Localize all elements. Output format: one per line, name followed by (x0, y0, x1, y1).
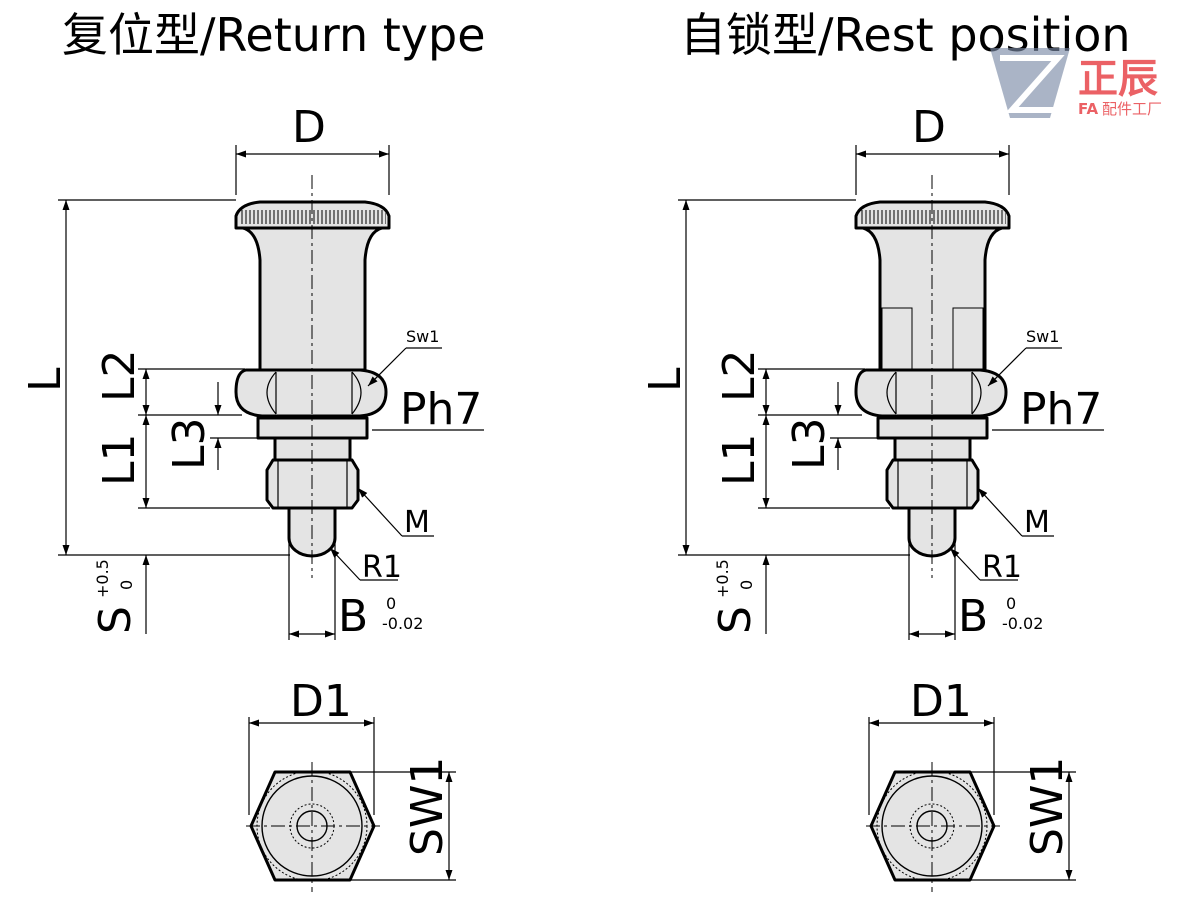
label-D1: D1 (290, 676, 352, 727)
label-B: B (338, 591, 368, 642)
logo-brand-cn: 正辰 (1078, 56, 1158, 102)
label-D: D (292, 102, 326, 153)
label-Ph7: Ph7 (1020, 384, 1102, 435)
label-B: B (958, 591, 988, 642)
label-L1: L1 (714, 433, 765, 486)
logo-tagline: 配件工厂 (1102, 100, 1162, 118)
label-S: S (90, 606, 141, 634)
logo-prefix: FA (1078, 100, 1099, 118)
label-D: D (912, 102, 946, 153)
hex-top-view (864, 760, 1002, 894)
label-SW1: SW1 (1022, 757, 1073, 856)
label-Sw1: Sw1 (1026, 327, 1059, 346)
plunger-side-view (234, 173, 391, 580)
label-S-tol-upper: +0.5 (713, 559, 732, 598)
rest-position-drawing: 自锁型/Rest position D L L2 L1 L3 Ph7 Sw1 M… (640, 8, 1131, 894)
label-L: L (640, 367, 691, 392)
label-Sw1: Sw1 (406, 327, 439, 346)
lock-slot-right (952, 307, 984, 371)
label-B-tol-upper: 0 (386, 594, 396, 613)
label-R1: R1 (362, 550, 402, 585)
label-B-tol-lower: -0.02 (1002, 614, 1043, 633)
label-M: M (404, 505, 430, 540)
label-S-tol-lower: 0 (117, 580, 136, 590)
label-L2: L2 (714, 349, 765, 402)
title-return-type: 复位型/Return type (62, 8, 486, 62)
lock-slot-left (881, 307, 913, 371)
hex-top-view (244, 760, 382, 894)
label-B-tol-lower: -0.02 (382, 614, 423, 633)
label-S-tol-lower: 0 (737, 580, 756, 590)
label-L: L (20, 367, 71, 392)
label-M: M (1024, 505, 1050, 540)
label-Ph7: Ph7 (400, 384, 482, 435)
return-type-drawing: 复位型/Return type D L L2 L1 L3 Ph7 Sw1 M R… (20, 8, 486, 894)
label-R1: R1 (982, 550, 1022, 585)
label-L3: L3 (164, 417, 215, 470)
label-S: S (710, 606, 761, 634)
label-S-tol-upper: +0.5 (93, 559, 112, 598)
label-L1: L1 (94, 433, 145, 486)
label-D1: D1 (910, 676, 972, 727)
logo-z-icon (1000, 55, 1065, 113)
label-L2: L2 (94, 349, 145, 402)
brand-logo: 正辰 FA 配件工厂 (990, 48, 1162, 118)
label-B-tol-upper: 0 (1006, 594, 1016, 613)
label-L3: L3 (784, 417, 835, 470)
label-SW1: SW1 (402, 757, 453, 856)
plunger-side-view (854, 173, 1011, 580)
